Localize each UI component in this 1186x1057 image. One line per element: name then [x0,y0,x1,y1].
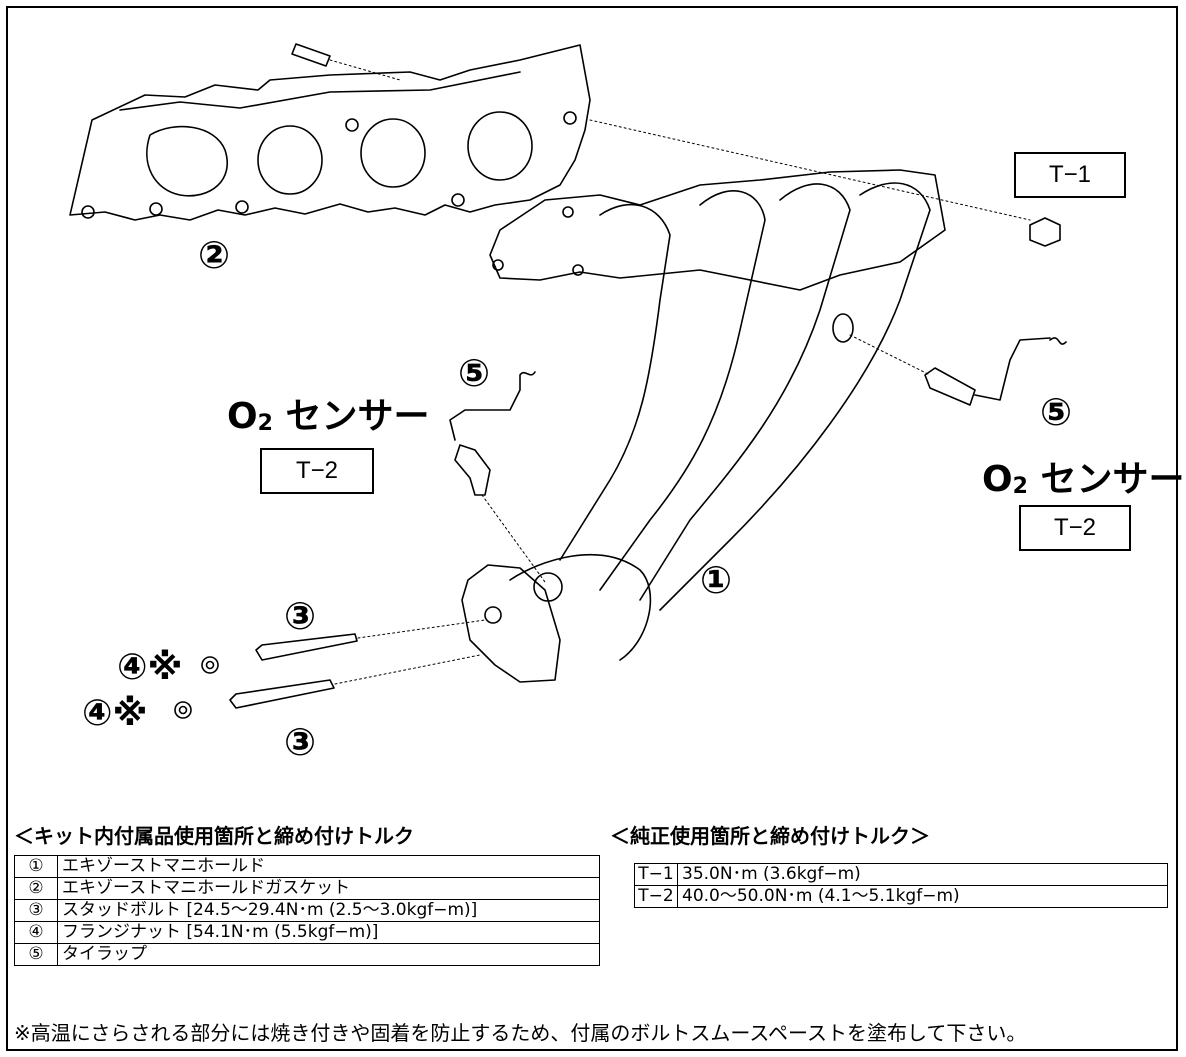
oem-section-title: ＜純正使用箇所と締め付けトルク＞ [610,824,930,848]
o2-sensor-label-right: O2 センサー [982,460,1184,507]
gasket-ridge [119,71,521,111]
o2-sensor-label-left: O2 センサー [227,397,429,444]
gasket-inner-left [146,125,228,197]
part-description: スタッドボルト [24.5〜29.4N･m (2.5〜3.0kgf−m)] [57,899,600,922]
part-number: ⑤ [14,943,58,966]
manifold-flange-hole-1 [562,206,574,218]
manifold-collector [509,553,652,661]
callout-2: ② [198,233,231,277]
flange-nut-lower [174,701,192,719]
footnote: ※高温にさらされる部分には焼き付きや固着を防止するため、付属のボルトスムースペー… [14,1021,1027,1045]
callout-1: ① [700,558,733,602]
torque-tag-t2-left: T−2 [260,448,374,494]
part-description: エキゾーストマニホールド [57,855,600,878]
torque-tag-t1: T−1 [1014,152,1126,198]
callout-4-lower: ④※ [82,693,148,734]
flange-nut-upper [201,656,219,674]
outlet-flange-hole-2 [533,572,563,602]
gasket-hole-1 [81,205,95,219]
stud-bolt-lower [229,679,335,709]
gasket-hole-4 [345,118,359,132]
part-description: タイラップ [57,943,600,966]
torque-value: 35.0N･m (3.6kgf−m) [677,863,1168,886]
torque-id: T−2 [634,885,678,908]
manifold-runner-3 [639,183,851,601]
gasket-hole-2 [149,202,163,216]
gasket-outline [69,44,591,221]
o2-sensor-left [449,371,536,496]
callout-5-right: ⑤ [1040,390,1073,434]
manifold-runner-4 [659,182,931,611]
part-number: ④ [14,921,58,944]
gasket-stud [291,43,331,67]
stud-bolt-upper [255,633,358,661]
callout-3-upper: ③ [284,594,317,638]
part-number: ① [14,855,58,878]
o2-sub: 2 [257,411,273,436]
callout-4-upper: ④※ [117,647,183,688]
flange-nut-upper-inner [205,660,215,670]
o2-o: O [982,459,1013,500]
page-frame [6,6,1178,1051]
torque-tag-t2-right: T−2 [1019,505,1131,551]
manifold-flange-hole-2 [492,259,504,271]
manifold-flange-hole-3 [572,264,584,276]
part-number: ② [14,877,58,900]
gasket-port-2 [360,118,426,188]
gasket-port-1 [257,125,323,195]
gasket-hole-5 [451,193,465,207]
part-number: ③ [14,899,58,922]
manifold-outlet-flange [461,564,561,683]
manifold-runner-1 [559,203,671,561]
exhaust-manifold-diagram [69,43,1067,719]
o2-rest: センサー [1027,459,1185,500]
callout-5-left: ⑤ [458,351,491,395]
gasket-hole-3 [235,200,249,214]
part-description: フランジナット [54.1N･m (5.5kgf−m)] [57,921,600,944]
callout-3-lower: ③ [284,720,317,764]
o2-boss-right [832,313,854,343]
part-description: エキゾーストマニホールドガスケット [57,877,600,900]
manifold-head-flange [489,169,946,291]
manifold-runner-2 [599,190,766,591]
torque-id: T−1 [634,863,678,886]
flange-nut-lower-inner [178,705,188,715]
t1-nut [1029,217,1061,247]
kit-section-title: ＜キット内付属品使用箇所と締め付けトルク [14,824,414,848]
o2-sensor-right [924,337,1067,406]
torque-value: 40.0〜50.0N･m (4.1〜5.1kgf−m) [677,885,1168,908]
o2-o: O [227,396,258,437]
gasket-port-3 [467,111,533,181]
gasket-hole-6 [563,111,577,125]
outlet-flange-hole-1 [484,606,502,624]
o2-rest: センサー [272,396,430,437]
o2-sub: 2 [1012,474,1028,499]
